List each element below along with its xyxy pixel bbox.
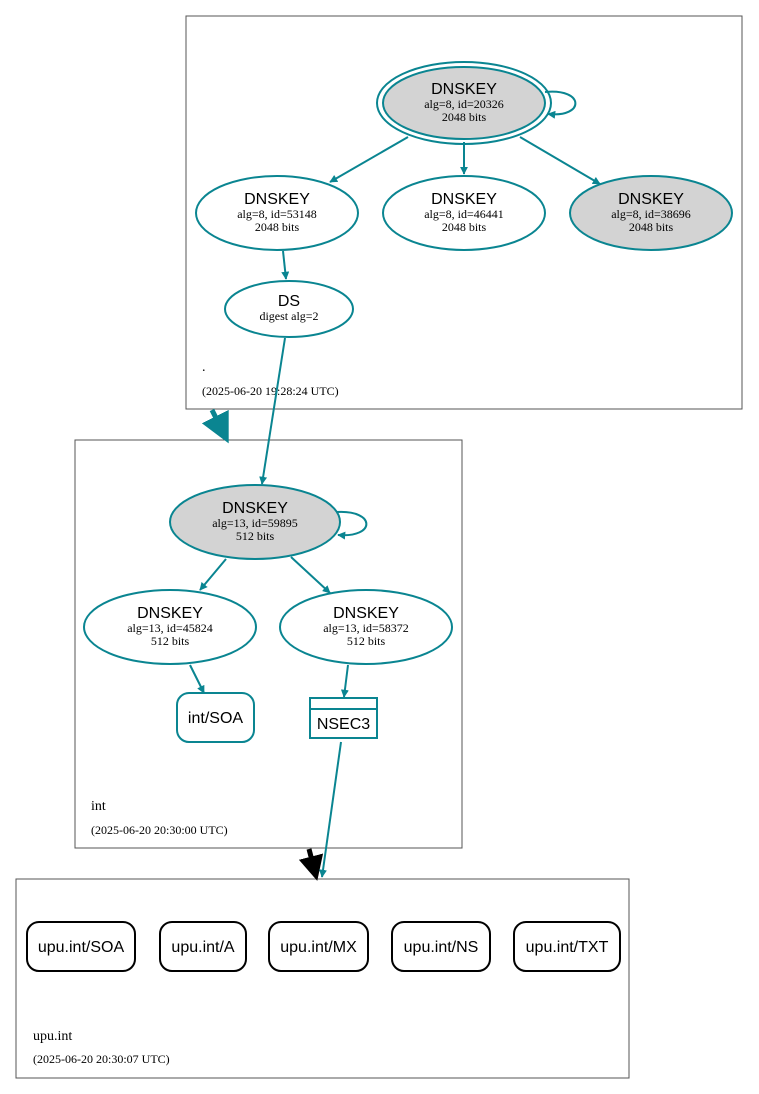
delegation-arrow-int-to-upu (298, 848, 324, 881)
record-upu-soa[interactable]: upu.int/SOA (26, 921, 136, 972)
node-nsec3-label: NSEC3 (317, 716, 370, 733)
node-int-soa-label: int/SOA (188, 710, 243, 727)
zone-upu-timestamp: (2025-06-20 20:30:07 UTC) (33, 1052, 170, 1066)
edge-int-ksk-to-zsk1 (199, 558, 227, 591)
edge-int-zsk1-to-soa (189, 664, 205, 694)
node-int-zsk2-shape (279, 589, 453, 665)
node-int-ksk[interactable]: DNSKEY alg=13, id=59895 512 bits (169, 484, 341, 560)
node-int-zsk1-shape (83, 589, 257, 665)
node-int-ksk-title: DNSKEY (222, 500, 288, 517)
node-root-ksk-shape (382, 66, 546, 140)
node-root-zsk3-line2: 2048 bits (629, 220, 674, 234)
node-root-zsk2-title: DNSKEY (431, 191, 497, 208)
record-upu-txt-box (513, 921, 621, 972)
edge-int-ksk-to-zsk2 (290, 556, 331, 594)
record-upu-mx-label: upu.int/MX (280, 939, 357, 956)
node-int-soa[interactable]: int/SOA (176, 692, 255, 743)
record-upu-soa-label: upu.int/SOA (38, 939, 125, 956)
edge-root-ksk-to-zsk1 (329, 136, 409, 183)
node-root-ksk[interactable]: DNSKEY alg=8, id=20326 2048 bits (376, 61, 552, 145)
node-int-ksk-line2: 512 bits (236, 529, 275, 543)
zone-upu: upu.int (2025-06-20 20:30:07 UTC) (15, 878, 630, 1079)
node-root-zsk1[interactable]: DNSKEY alg=8, id=53148 2048 bits (195, 175, 359, 251)
zone-int-name: int (91, 799, 106, 814)
record-upu-a[interactable]: upu.int/A (159, 921, 247, 972)
edge-ds-to-int-ksk (259, 337, 286, 485)
record-upu-txt[interactable]: upu.int/TXT (513, 921, 621, 972)
node-root-zsk1-line1: alg=8, id=53148 (237, 207, 317, 221)
zone-root-box (185, 15, 743, 410)
node-int-ksk-line1: alg=13, id=59895 (212, 516, 298, 530)
node-root-zsk2-shape (382, 175, 546, 251)
record-upu-txt-label: upu.int/TXT (526, 939, 609, 956)
node-root-ksk-outer-ring (376, 61, 552, 145)
node-root-zsk3[interactable]: DNSKEY alg=8, id=38696 2048 bits (569, 175, 733, 251)
node-root-zsk3-line1: alg=8, id=38696 (611, 207, 691, 221)
node-nsec3[interactable]: NSEC3 (309, 697, 378, 739)
node-int-zsk2-title: DNSKEY (333, 605, 399, 622)
node-root-ksk-line2: 2048 bits (442, 110, 487, 124)
node-root-zsk1-line2: 2048 bits (255, 220, 300, 234)
node-root-zsk2-line2: 2048 bits (442, 220, 487, 234)
edge-root-ksk-to-zsk3 (519, 136, 601, 185)
node-ds-title: DS (278, 293, 300, 310)
record-upu-a-box (159, 921, 247, 972)
node-int-zsk1-line2: 512 bits (151, 634, 190, 648)
zone-upu-name: upu.int (33, 1029, 72, 1044)
node-int-zsk2[interactable]: DNSKEY alg=13, id=58372 512 bits (279, 589, 453, 665)
node-root-zsk1-title: DNSKEY (244, 191, 310, 208)
node-root-zsk2[interactable]: DNSKEY alg=8, id=46441 2048 bits (382, 175, 546, 251)
node-ds[interactable]: DS digest alg=2 (224, 280, 354, 338)
node-root-zsk1-shape (195, 175, 359, 251)
edge-zsk1-to-ds (281, 250, 290, 280)
edge-root-ksk-self (544, 90, 577, 119)
node-int-zsk1-title: DNSKEY (137, 605, 203, 622)
zone-root-name: . (202, 360, 206, 375)
node-root-zsk3-shape (569, 175, 733, 251)
zone-root-timestamp: (2025-06-20 19:28:24 UTC) (202, 384, 339, 398)
edge-int-zsk2-to-nsec3 (340, 664, 349, 698)
record-upu-mx[interactable]: upu.int/MX (268, 921, 369, 972)
delegation-arrow-root-to-int (201, 408, 229, 444)
node-ds-shape (224, 280, 354, 338)
node-int-zsk1[interactable]: DNSKEY alg=13, id=45824 512 bits (83, 589, 257, 665)
node-int-zsk2-line2: 512 bits (347, 634, 386, 648)
record-upu-a-label: upu.int/A (171, 939, 234, 956)
node-int-zsk1-line1: alg=13, id=45824 (127, 621, 213, 635)
zone-root: . (2025-06-20 19:28:24 UTC) (185, 15, 743, 410)
node-root-ksk-title: DNSKEY (431, 81, 497, 98)
zone-upu-box (15, 878, 630, 1079)
node-int-zsk2-line1: alg=13, id=58372 (323, 621, 409, 635)
record-upu-ns-label: upu.int/NS (404, 939, 479, 956)
node-nsec3-shape (309, 697, 378, 739)
edge-int-ksk-self (336, 510, 368, 540)
node-ds-line1: digest alg=2 (259, 309, 318, 323)
edge-nsec3-to-upu (319, 741, 342, 878)
node-int-ksk-shape (169, 484, 341, 560)
node-root-zsk2-line1: alg=8, id=46441 (424, 207, 504, 221)
node-int-soa-shape (176, 692, 255, 743)
zone-int-timestamp: (2025-06-20 20:30:00 UTC) (91, 823, 228, 837)
record-upu-ns-box (391, 921, 491, 972)
record-upu-mx-box (268, 921, 369, 972)
record-upu-soa-box (26, 921, 136, 972)
edges (189, 90, 601, 878)
node-root-ksk-line1: alg=8, id=20326 (424, 97, 504, 111)
record-upu-ns[interactable]: upu.int/NS (391, 921, 491, 972)
node-root-zsk3-title: DNSKEY (618, 191, 684, 208)
